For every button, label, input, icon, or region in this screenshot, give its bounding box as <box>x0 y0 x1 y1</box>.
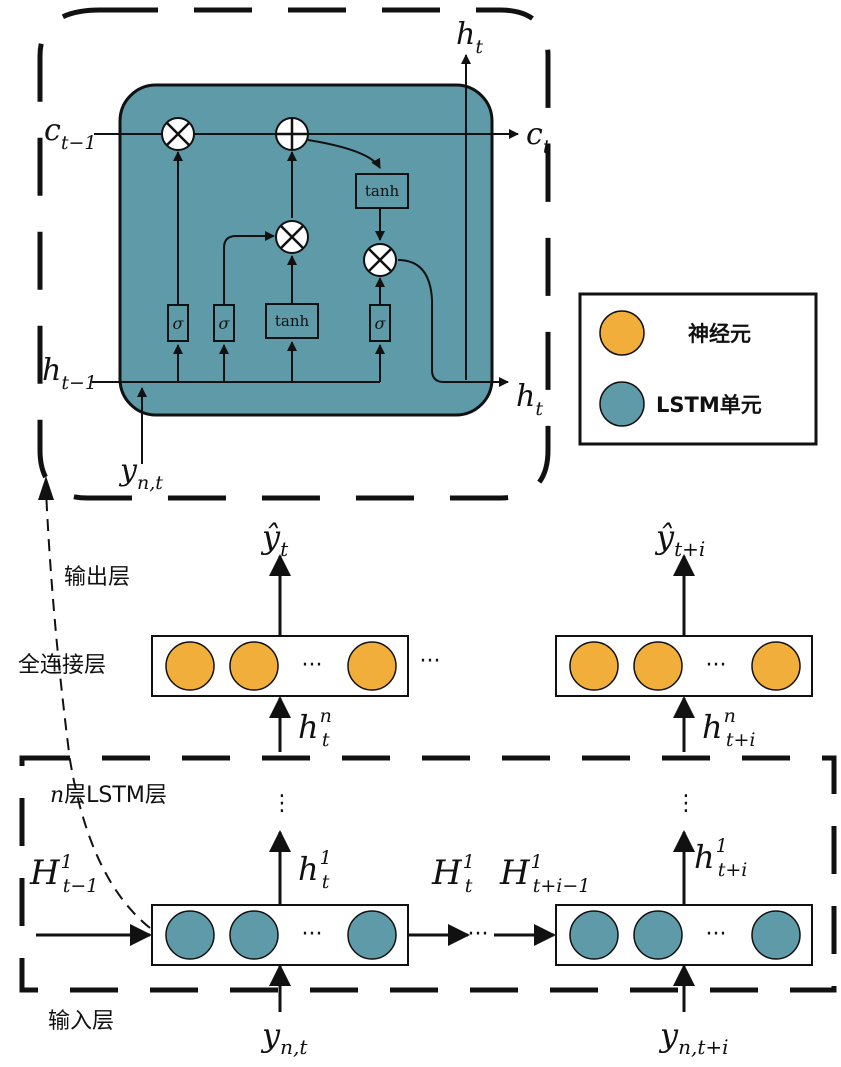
fc-block-t: ··· <box>151 635 409 697</box>
neuron <box>165 641 215 691</box>
neuron-ellipsis: ··· <box>302 653 323 678</box>
y-in-label: yn,t <box>118 453 163 494</box>
lstm-ellipsis: ··· <box>302 922 323 947</box>
h-out-right-label: ht <box>516 379 543 420</box>
cell-state-tanh <box>355 173 409 209</box>
yhat-ti-label: ŷt+i <box>654 518 705 561</box>
neuron <box>569 641 619 691</box>
input-multiply-op <box>275 220 309 254</box>
legend-neuron-label: 神经元 <box>688 322 751 346</box>
y-nt-label: yn,t <box>260 1016 308 1059</box>
vdots-ti: ⋮ <box>675 791 697 816</box>
neuron-ellipsis: ··· <box>706 653 727 678</box>
cell-dashed-frame <box>37 7 551 501</box>
legend: 神经元 LSTM单元 <box>578 292 818 446</box>
forget-sigma-label: σ <box>173 314 185 333</box>
y-nti-label: yn,t+i <box>658 1016 729 1059</box>
c-prev-label: ct−1 <box>44 113 96 154</box>
legend-lstm-label: LSTM单元 <box>656 393 762 417</box>
lstm-unit <box>633 910 683 960</box>
cell-add-op <box>275 117 309 151</box>
lstm-unit <box>229 910 279 960</box>
lstm-unit <box>165 910 215 960</box>
lstm-block-t: ··· <box>151 904 409 966</box>
output-sigma-label: σ <box>375 314 387 333</box>
neuron <box>347 641 397 691</box>
forget-multiply-op <box>161 117 195 151</box>
output-layer-label: 输出层 <box>64 565 130 590</box>
legend-neuron-swatch <box>599 310 645 356</box>
neuron <box>633 641 683 691</box>
yhat-t-label: ŷt <box>260 518 289 561</box>
lstm-cell-detail: σ σ σ tanh tanh ct−1 ct ht−1 ht ht yn,t <box>37 7 551 501</box>
vdots-t: ⋮ <box>271 791 293 816</box>
between-lstm-ellipsis: ··· <box>468 922 489 947</box>
between-fc-ellipsis: ··· <box>420 649 441 674</box>
zoom-connector <box>45 489 151 929</box>
lstm-unit <box>751 910 801 960</box>
lstm-unit <box>569 910 619 960</box>
fc-layer-label: 全连接层 <box>18 653 106 678</box>
lstm-layer-dashed-frame <box>19 755 837 993</box>
neuron <box>229 641 279 691</box>
output-multiply-op <box>363 243 397 277</box>
h-prev-label: ht−1 <box>42 353 97 394</box>
fc-block-ti: ··· <box>555 635 813 697</box>
lstm-block-ti: ··· <box>555 904 813 966</box>
lstm-layer-label: n层LSTM层 <box>50 783 167 808</box>
neuron <box>751 641 801 691</box>
legend-lstm-swatch <box>599 381 645 427</box>
cell-tanh-label: tanh <box>365 182 400 200</box>
c-next-label: ct <box>526 117 551 158</box>
input-sigma-label: σ <box>219 314 231 333</box>
input-layer-label: 输入层 <box>48 1009 114 1034</box>
h-out-top-label: ht <box>456 17 483 58</box>
lstm-unit <box>347 910 397 960</box>
candidate-tanh-label: tanh <box>275 312 310 330</box>
lstm-ellipsis: ··· <box>706 922 727 947</box>
